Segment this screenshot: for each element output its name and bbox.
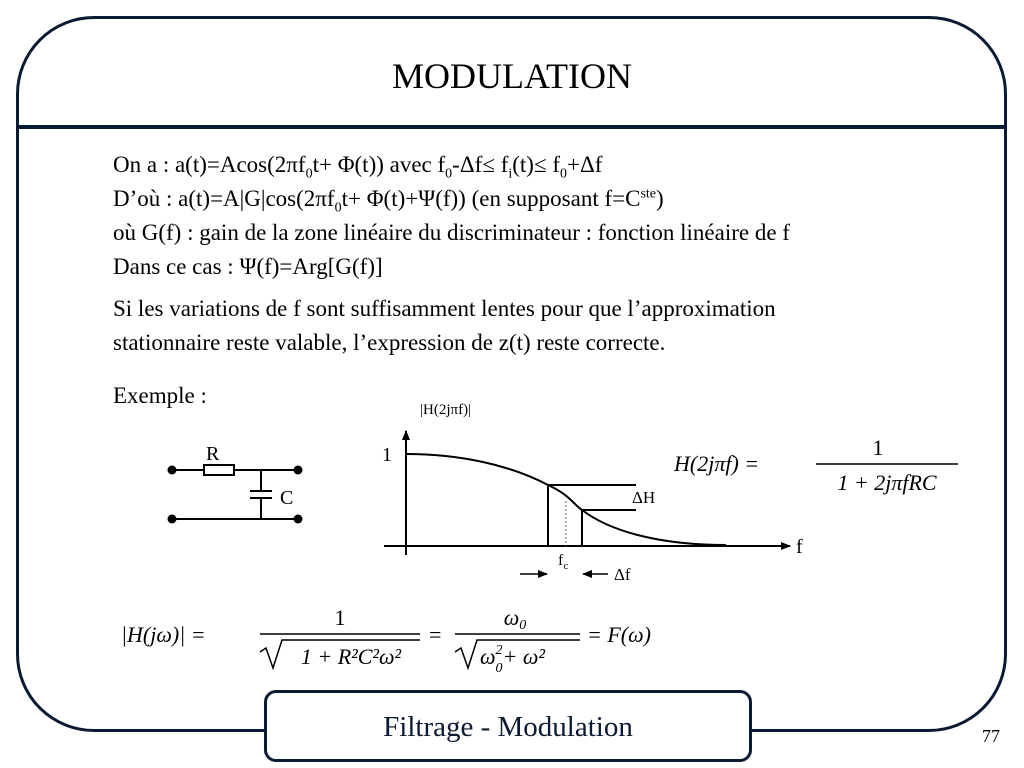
capacitor-label: C [280, 487, 293, 509]
y-axis-label: |H(2jπf)| [420, 402, 471, 418]
line-3: où G(f) : gain de la zone linéaire du di… [113, 220, 790, 245]
line-1: On a : a(t)=Acos(2πf0t+ Φ(t)) avec f0-Δf… [113, 152, 603, 182]
frequency-response-graph: |H(2jπf)| 1 f ΔH fc Δf [382, 402, 803, 584]
formula-abs-numerator-2: ω0 [504, 605, 527, 633]
terminal-dot [167, 465, 177, 475]
line-2: D’où : a(t)=A|G|cos(2πf0t+ Φ(t)+Ψ(f)) (e… [113, 186, 664, 216]
rc-circuit-diagram: R C [167, 443, 303, 524]
slide-title: MODULATION [392, 56, 632, 96]
paragraph: Si les variations de f sont suffisamment… [113, 292, 973, 360]
line-4: Dans ce cas : Ψ(f)=Arg[G(f)] [113, 254, 383, 279]
fc-label: fc [558, 552, 568, 572]
formula-abs-lhs: |H(jω)| = [121, 622, 206, 647]
formula-abs-denominator-1: 1 + R²C²ω² [301, 644, 402, 669]
paragraph-line-1: Si les variations de f sont suffisamment… [113, 296, 776, 321]
x-axis-label: f [796, 536, 803, 558]
formula-abs-rhs: = F(ω) [587, 622, 651, 647]
paragraph-line-2: stationnaire reste valable, l’expression… [113, 330, 666, 355]
sqrt-symbol-2 [454, 639, 580, 671]
footer-box: Filtrage - Modulation [264, 690, 752, 762]
text-lines: On a : a(t)=Acos(2πf0t+ Φ(t)) avec f0-Δf… [113, 148, 790, 284]
response-curve [405, 453, 727, 546]
example-label: Exemple : [113, 383, 207, 408]
resistor [203, 464, 235, 476]
title-divider [18, 125, 1006, 129]
formula-h-denominator: 1 + 2jπfRC [837, 470, 937, 495]
formula-abs-numerator-1: 1 [335, 605, 346, 630]
page-number: 77 [982, 726, 1000, 746]
y-tick-label: 1 [382, 444, 392, 466]
formula-abs-eq2: = [429, 622, 441, 647]
transfer-function-formula: H(2jπf) = 1 1 + 2jπfRC [673, 435, 958, 495]
formula-h-lhs: H(2jπf) = [673, 451, 759, 476]
formula-h-numerator: 1 [873, 435, 884, 460]
terminal-dot [293, 514, 303, 524]
sqrt-symbol-1 [259, 639, 420, 671]
footer-text: Filtrage - Modulation [383, 711, 633, 743]
delta-h-label: ΔH [632, 488, 655, 507]
delta-f-label: Δf [614, 565, 631, 584]
terminal-dot [167, 514, 177, 524]
resistor-label: R [206, 443, 220, 465]
terminal-dot [293, 465, 303, 475]
